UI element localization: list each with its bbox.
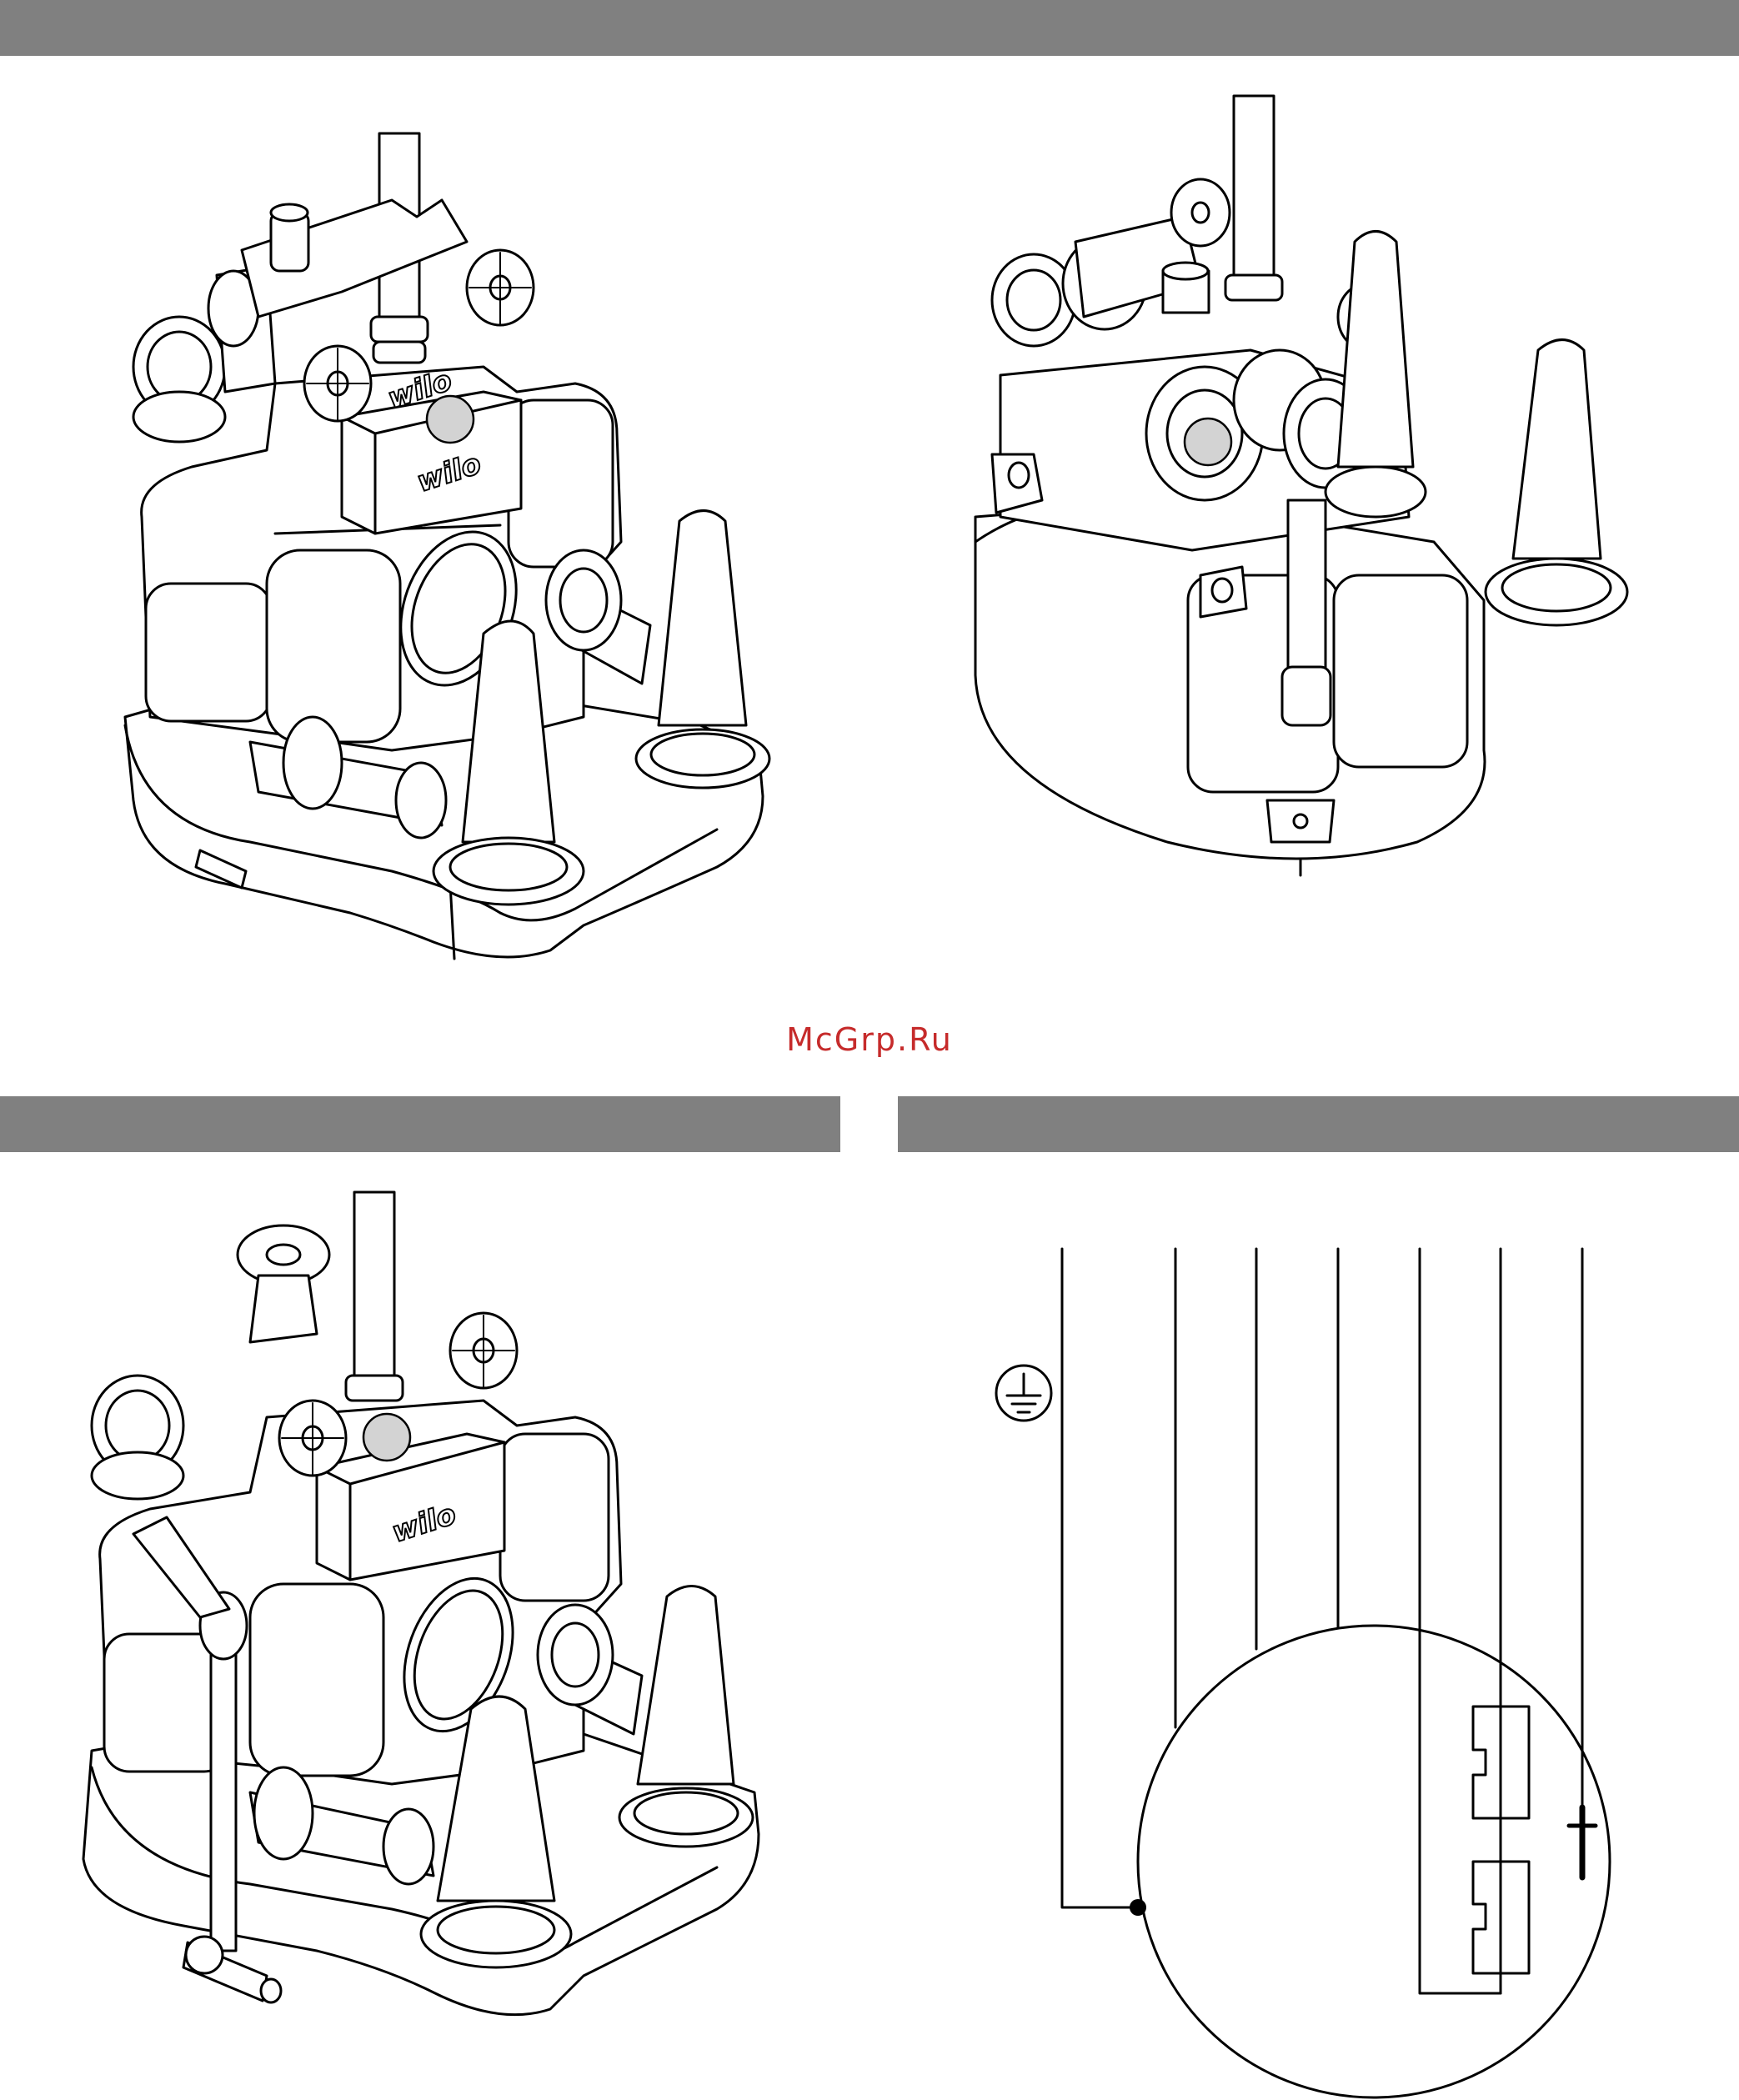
- handwheel-rear-2: [1338, 283, 1396, 350]
- wilo-logo-front-3: wilo: [388, 1497, 460, 1549]
- tee-terminal-icon: [1569, 1807, 1596, 1877]
- vertical-pipe-rear: [1225, 96, 1331, 725]
- header-band-top: [0, 0, 1739, 56]
- pump-cone-rear-left: [1326, 232, 1426, 518]
- pump-housing: wilo wilo: [342, 363, 521, 534]
- earth-junction-dot: [1130, 1899, 1146, 1916]
- top-pipework: [242, 200, 467, 317]
- pump-cone-right: [636, 511, 769, 789]
- ground-icon: [996, 1366, 1051, 1421]
- pump-cone-front-3: [421, 1697, 571, 1967]
- outlet-stub-rear: [1163, 263, 1209, 313]
- top-flange-3: [238, 1225, 329, 1342]
- vertical-pipe: [371, 133, 428, 363]
- lifting-lug-front: [1200, 567, 1246, 617]
- collector-tank-round: [975, 497, 1485, 875]
- position-marker: [363, 1414, 410, 1461]
- discharge-pipe-right: [546, 550, 650, 684]
- gate-valve-handwheel-2: [467, 250, 534, 325]
- thermal-switch-icon: [1473, 1707, 1529, 1818]
- handwheel-3b: [450, 1313, 517, 1388]
- tank-body-upper: [1000, 350, 1467, 792]
- lifting-station-base: [125, 667, 763, 959]
- lifting-lug-left: [992, 454, 1042, 513]
- wire-earth: [1062, 1249, 1138, 1907]
- header-band-bottom-right: [898, 1096, 1739, 1152]
- pump-housing-3: wilo: [317, 1434, 504, 1580]
- discharge-pipe-front: [250, 717, 446, 838]
- drain-pipe-vertical: [133, 1517, 247, 1951]
- drain-ball-valve: [183, 1937, 281, 2002]
- position-marker: [1185, 418, 1231, 465]
- pump-cone-rear-right: [1486, 340, 1627, 626]
- discharge-pipe-right-3: [538, 1605, 642, 1734]
- collector-tank: [142, 367, 621, 750]
- lifting-station-base-3: [83, 1709, 759, 2015]
- vent-stub: [196, 850, 246, 888]
- discharge-pipe-front-3: [250, 1767, 433, 1884]
- valve-left-rear: [992, 217, 1200, 346]
- wilo-logo-top: wilo: [383, 363, 456, 415]
- handwheel-rear-1: [1171, 179, 1230, 246]
- watermark-text: McGrp.Ru: [0, 1021, 1739, 1058]
- position-marker: [427, 396, 474, 443]
- gate-valve-left-3: [92, 1376, 183, 1499]
- collector-tank-3: [100, 1401, 621, 1784]
- motor-circle: [1138, 1626, 1610, 2097]
- inspection-cover: [380, 515, 536, 701]
- gate-valve-handwheel-1: [304, 346, 371, 421]
- handwheel-3a: [279, 1401, 346, 1476]
- gate-valve-left: [133, 267, 275, 442]
- valve-center-rear: [1146, 350, 1367, 500]
- vertical-pipe-3: [346, 1192, 403, 1401]
- supply-lines: [1062, 1249, 1582, 1993]
- header-band-bottom-left: [0, 1096, 840, 1152]
- pump-cone-right-3: [619, 1586, 753, 1847]
- thermal-switch-icon: [1473, 1862, 1529, 1973]
- inspection-cover-3: [384, 1563, 533, 1747]
- bracket-lug-bottom: [1267, 800, 1334, 842]
- pump-cone-front: [433, 621, 584, 905]
- wilo-logo-front: wilo: [413, 447, 485, 499]
- wire-4: [1420, 1249, 1501, 1993]
